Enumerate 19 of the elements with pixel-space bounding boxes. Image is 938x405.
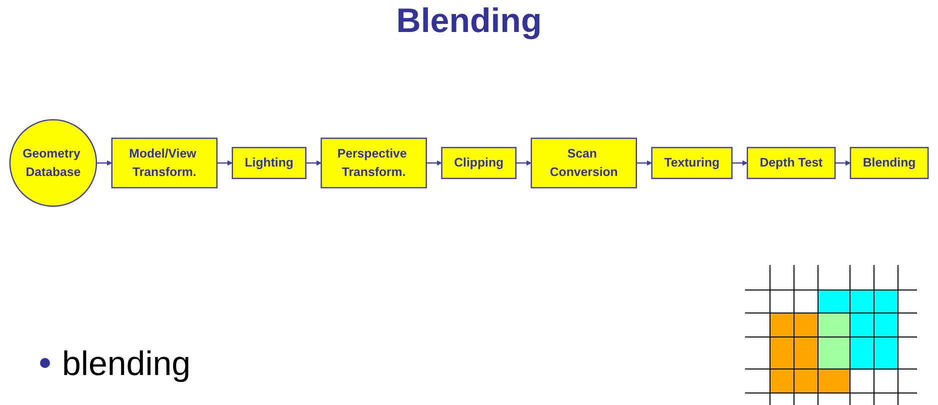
arrow	[96, 160, 112, 166]
node-box: Model/View Transform.	[111, 138, 218, 188]
arrow	[636, 160, 652, 166]
node-box: Scan Conversion	[530, 138, 637, 188]
node-circle: Geometry Database	[9, 119, 98, 207]
node-box: Clipping	[441, 146, 517, 180]
node-box: Perspective Transform.	[320, 138, 427, 188]
node-box: Depth Test	[746, 146, 836, 180]
arrow	[516, 160, 532, 166]
arrow	[216, 160, 233, 166]
arrow	[835, 160, 851, 166]
bullet-text: blending	[62, 345, 191, 384]
arrow	[306, 160, 322, 166]
node-box: Texturing	[651, 146, 733, 180]
arrow	[426, 160, 442, 166]
node-box: Blending	[850, 146, 929, 180]
arrow	[732, 160, 748, 166]
diagram-title: Blending	[395, 2, 543, 41]
node-box: Lighting	[232, 146, 306, 180]
